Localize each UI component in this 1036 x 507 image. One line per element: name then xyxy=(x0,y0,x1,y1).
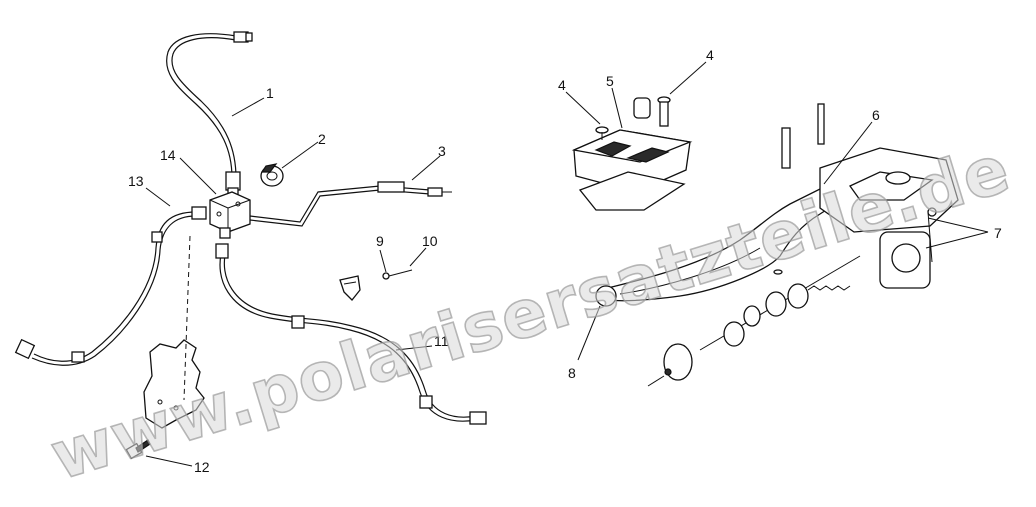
clip xyxy=(339,275,361,301)
callout-6: 6 xyxy=(872,107,880,123)
callout-13: 13 xyxy=(128,173,144,189)
screw-left xyxy=(595,126,609,140)
callout-4-left: 4 xyxy=(558,77,566,93)
piston-kit xyxy=(647,255,861,387)
bolt xyxy=(125,439,151,460)
callout-1: 1 xyxy=(266,85,274,101)
brake-line-assembly xyxy=(14,31,487,460)
callout-3: 3 xyxy=(438,143,446,159)
junction-block xyxy=(209,191,251,239)
pin xyxy=(382,269,413,280)
leader-lines xyxy=(145,61,989,467)
callout-5: 5 xyxy=(606,73,614,89)
watermark-text: www.polarisersatzteile.de xyxy=(42,130,1018,495)
callout-2: 2 xyxy=(318,131,326,147)
callout-11: 11 xyxy=(434,333,449,349)
mount-bracket xyxy=(143,339,205,429)
callout-7: 7 xyxy=(994,225,1002,241)
callout-12: 12 xyxy=(194,459,210,475)
master-cylinder-assembly xyxy=(571,96,959,387)
brake-lever xyxy=(607,183,850,302)
reservoir-cover xyxy=(571,129,693,211)
callout-9: 9 xyxy=(376,233,384,249)
brake-hose-1 xyxy=(166,33,237,179)
brake-hose-13 xyxy=(33,211,197,362)
callout-8: 8 xyxy=(568,365,576,381)
callout-14: 14 xyxy=(160,147,176,163)
callout-10: 10 xyxy=(422,233,438,249)
callout-4-right: 4 xyxy=(706,47,714,63)
banjo-fitting xyxy=(260,163,284,187)
pivot-bolt xyxy=(781,103,825,169)
master-cylinder-body xyxy=(819,147,959,289)
screw-right xyxy=(657,96,671,127)
